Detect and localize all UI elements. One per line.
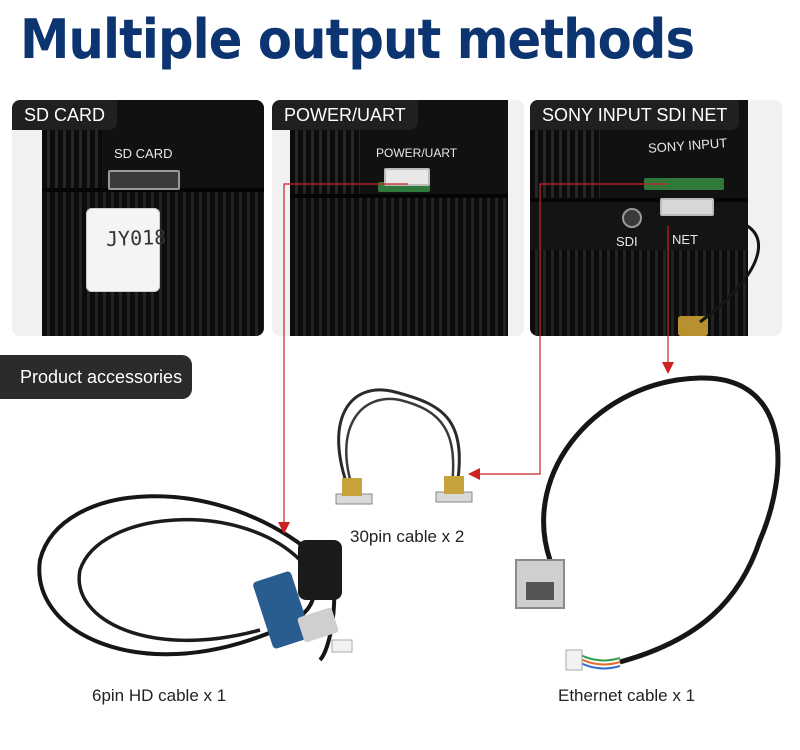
- caption-30pin-cable: 30pin cable x 2: [350, 527, 465, 546]
- panel-label-sony-sdi-net: SONY INPUT SDI NET: [530, 100, 740, 130]
- camera-seam: [42, 188, 264, 192]
- caption-ethernet-cable: Ethernet cable x 1: [558, 686, 696, 705]
- cable-6pin-hd: [37, 494, 353, 662]
- print-sd-card: SD CARD: [114, 146, 173, 161]
- camera-fins: [42, 128, 102, 190]
- print-net: NET: [672, 232, 698, 247]
- page-title: Multiple output methods: [20, 8, 695, 71]
- sd-card-slot: [108, 170, 180, 190]
- cable-30pin: [335, 388, 473, 505]
- antenna-wire: [699, 216, 761, 324]
- section-label-accessories: Product accessories: [0, 355, 192, 399]
- caption-6pin-hd-cable: 6pin HD cable x 1: [92, 686, 227, 705]
- print-power-uart: POWER/UART: [376, 146, 458, 160]
- panel-label-sd-card: SD CARD: [12, 100, 118, 130]
- panel-label-power-uart: POWER/UART: [272, 100, 418, 130]
- serial-sticker: JY018: [86, 208, 167, 292]
- cable-ethernet: [515, 375, 781, 671]
- panel-sd-card: SD CARD SD CARD JY018: [12, 100, 264, 336]
